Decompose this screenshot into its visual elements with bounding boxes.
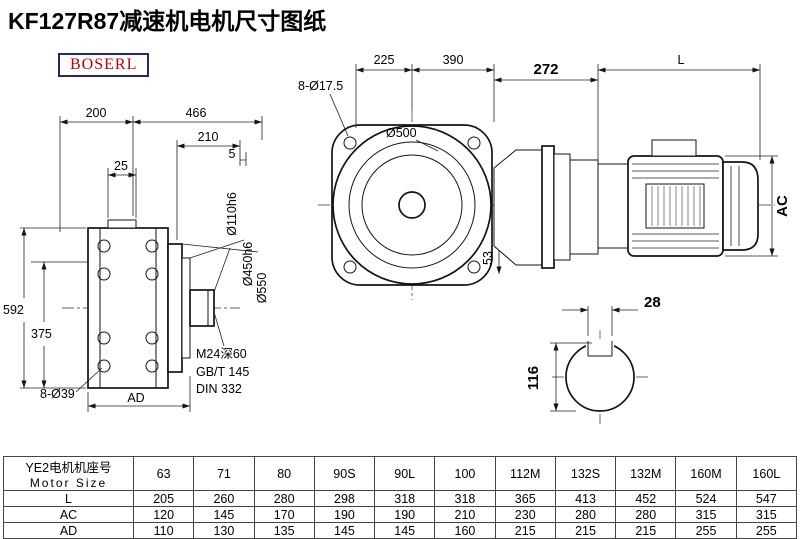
dim-AC-label: AC (774, 195, 791, 217)
dim-ad-label: AD (127, 391, 144, 405)
dim-value-cell: 280 (615, 506, 677, 523)
thread-m24-label: M24深60 (196, 347, 247, 361)
size-col-header: 132M (615, 456, 677, 491)
size-col-header: 100 (434, 456, 496, 491)
left-side-view (62, 219, 240, 389)
dim-value-cell: 315 (735, 506, 798, 523)
dim-210-label: 210 (198, 130, 219, 144)
dim-225-label: 225 (374, 53, 395, 67)
size-col-header: 63 (132, 456, 195, 491)
size-col-header: 160L (735, 456, 798, 491)
dim-116-label: 116 (525, 366, 542, 390)
table-row-L: L 205 260 280 298 318 318 365 413 452 52… (3, 490, 798, 507)
size-col-header: 132S (554, 456, 617, 491)
dim-390-label: 390 (443, 53, 464, 67)
dim-value-cell: 160 (434, 522, 496, 539)
page-title: KF127R87减速机电机尺寸图纸 (8, 8, 327, 34)
dim-value-cell: 205 (132, 490, 195, 507)
dia-550-label: Ø550 (255, 273, 269, 304)
dim-375-label: 375 (31, 327, 52, 341)
row-label-L: L (3, 490, 134, 507)
dim-value-cell: 255 (675, 522, 737, 539)
dim-value-cell: 145 (193, 506, 255, 523)
dim-value-cell: 280 (253, 490, 315, 507)
brand-logo: BOSERL (58, 53, 150, 77)
dim-value-cell: 524 (675, 490, 737, 507)
dim-value-cell: 318 (434, 490, 496, 507)
motor-side-view (493, 139, 759, 269)
dimension-table: YE2电机机座号 Motor Size 63 71 80 90S 90L 100… (3, 456, 798, 539)
dim-value-cell: 130 (193, 522, 255, 539)
shaft-section-view (552, 330, 648, 424)
dim-value-cell: 230 (494, 506, 556, 523)
dim-value-cell: 365 (494, 490, 556, 507)
brand-logo-text: BOSERL (70, 56, 138, 73)
dim-200-label: 200 (86, 106, 107, 120)
front-view-dimensions: 225 390 8-Ø17.5 Ø500 53 (298, 53, 502, 274)
dim-value-cell: 145 (374, 522, 436, 539)
size-col-header: 71 (193, 456, 255, 491)
bolt-holes-17-label: 8-Ø17.5 (298, 79, 343, 93)
dim-value-cell: 547 (735, 490, 798, 507)
dim-value-cell: 413 (554, 490, 617, 507)
dim-value-cell: 190 (374, 506, 436, 523)
dia-450-label: Ø450h6 (241, 242, 255, 287)
dim-25-label: 25 (114, 159, 128, 173)
dim-466-label: 466 (186, 106, 207, 120)
dim-value-cell: 452 (615, 490, 677, 507)
size-col-header: 80 (253, 456, 315, 491)
standard-gb-label: GB/T 145 (196, 365, 249, 379)
dim-value-cell: 315 (675, 506, 737, 523)
dia-500-label: Ø500 (386, 126, 417, 140)
dim-value-cell: 210 (434, 506, 496, 523)
dim-value-cell: 135 (253, 522, 315, 539)
dim-value-cell: 298 (313, 490, 376, 507)
dia-110-label: Ø110h6 (225, 192, 239, 236)
motor-view-dimensions: 272 L AC (494, 53, 791, 257)
size-col-header: 160M (675, 456, 737, 491)
bolt-holes-39-label: 8-Ø39 (40, 387, 75, 401)
dim-value-cell: 318 (374, 490, 436, 507)
dim-value-cell: 190 (313, 506, 376, 523)
shaft-section-dimensions: 28 116 (525, 294, 661, 412)
table-row-AC: AC 120 145 170 190 190 210 230 280 280 3… (3, 506, 798, 523)
dim-53-label: 53 (481, 251, 495, 265)
size-col-header: 90S (313, 456, 376, 491)
dim-value-cell: 110 (132, 522, 195, 539)
dim-value-cell: 255 (735, 522, 798, 539)
dim-value-cell: 145 (313, 522, 376, 539)
dim-value-cell: 215 (615, 522, 677, 539)
table-header-row: YE2电机机座号 Motor Size 63 71 80 90S 90L 100… (3, 456, 798, 491)
dim-value-cell: 215 (494, 522, 556, 539)
size-col-header: 112M (494, 456, 556, 491)
dim-5-label: 5 (229, 147, 236, 161)
dim-592-label: 592 (3, 303, 24, 317)
size-col-header: 90L (374, 456, 436, 491)
dim-value-cell: 170 (253, 506, 315, 523)
motor-size-header: YE2电机机座号 Motor Size (3, 456, 134, 491)
dim-value-cell: 215 (554, 522, 617, 539)
dim-value-cell: 260 (193, 490, 255, 507)
standard-din-label: DIN 332 (196, 382, 242, 396)
left-view-dimensions: 200 466 210 5 25 592 375 8-Ø39 AD (3, 106, 269, 412)
dim-28-label: 28 (644, 294, 661, 311)
dim-272-label: 272 (533, 61, 558, 78)
row-label-AC: AC (3, 506, 134, 523)
dim-value-cell: 120 (132, 506, 195, 523)
front-view (318, 110, 775, 300)
dim-L-label: L (678, 53, 685, 67)
dim-value-cell: 280 (554, 506, 617, 523)
table-row-AD: AD 110 130 135 145 145 160 215 215 215 2… (3, 522, 798, 539)
motor-size-header-en: Motor Size (29, 476, 108, 490)
motor-size-header-cn: YE2电机机座号 (25, 461, 112, 475)
row-label-AD: AD (3, 522, 134, 539)
